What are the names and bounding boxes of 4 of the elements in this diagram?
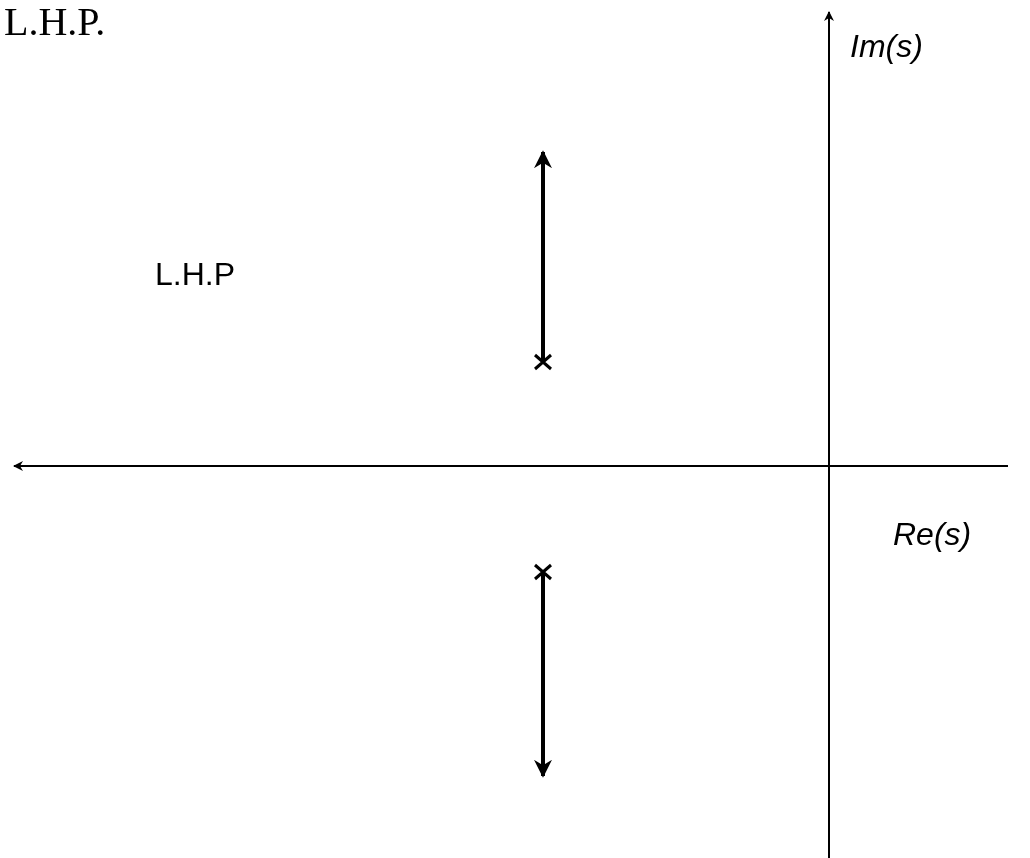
region-label: L.H.P. [4,2,106,42]
region-label: L.H.P [155,258,236,290]
axis-label: Im(s) [850,30,923,62]
axis-label: Re(s) [893,518,972,550]
